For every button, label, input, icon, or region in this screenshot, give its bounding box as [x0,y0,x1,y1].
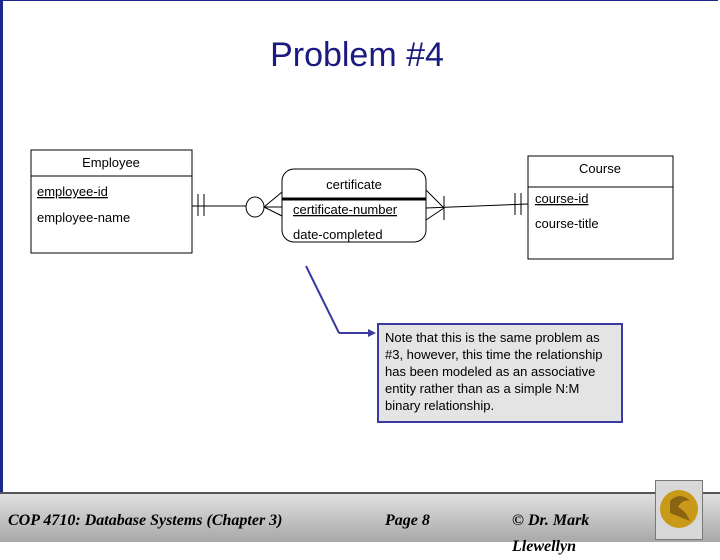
attribute-key: course-id [535,191,588,206]
slide-frame [0,0,718,492]
note-callout: Note that this is the same problem as #3… [377,323,623,423]
attribute: employee-name [37,210,130,225]
footer-course: COP 4710: Database Systems (Chapter 3) [8,512,283,529]
footer: COP 4710: Database Systems (Chapter 3) P… [0,492,720,555]
footer-page: Page 8 [385,512,430,529]
relationship-employee-certificate [192,191,283,218]
relationship-certificate-course [425,189,529,221]
slide-title: Problem #4 [270,36,444,74]
entity-course[interactable]: Course course-id course-title [527,155,674,260]
footer-author: © Dr. Mark Llewellyn [512,512,590,555]
attribute: course-title [535,216,599,231]
attribute: date-completed [293,227,383,242]
attribute-key: employee-id [37,184,108,199]
er-diagram: Employee employee-id employee-name certi… [30,149,674,337]
entity-name: Course [579,161,621,176]
note-arrow [305,265,376,337]
entity-employee[interactable]: Employee employee-id employee-name [30,149,193,254]
associative-entity-certificate[interactable]: certificate certificate-number date-comp… [281,168,427,243]
attribute-key: certificate-number [293,202,398,217]
entity-name: certificate [326,177,382,192]
university-logo [655,480,703,540]
entity-name: Employee [82,155,140,170]
